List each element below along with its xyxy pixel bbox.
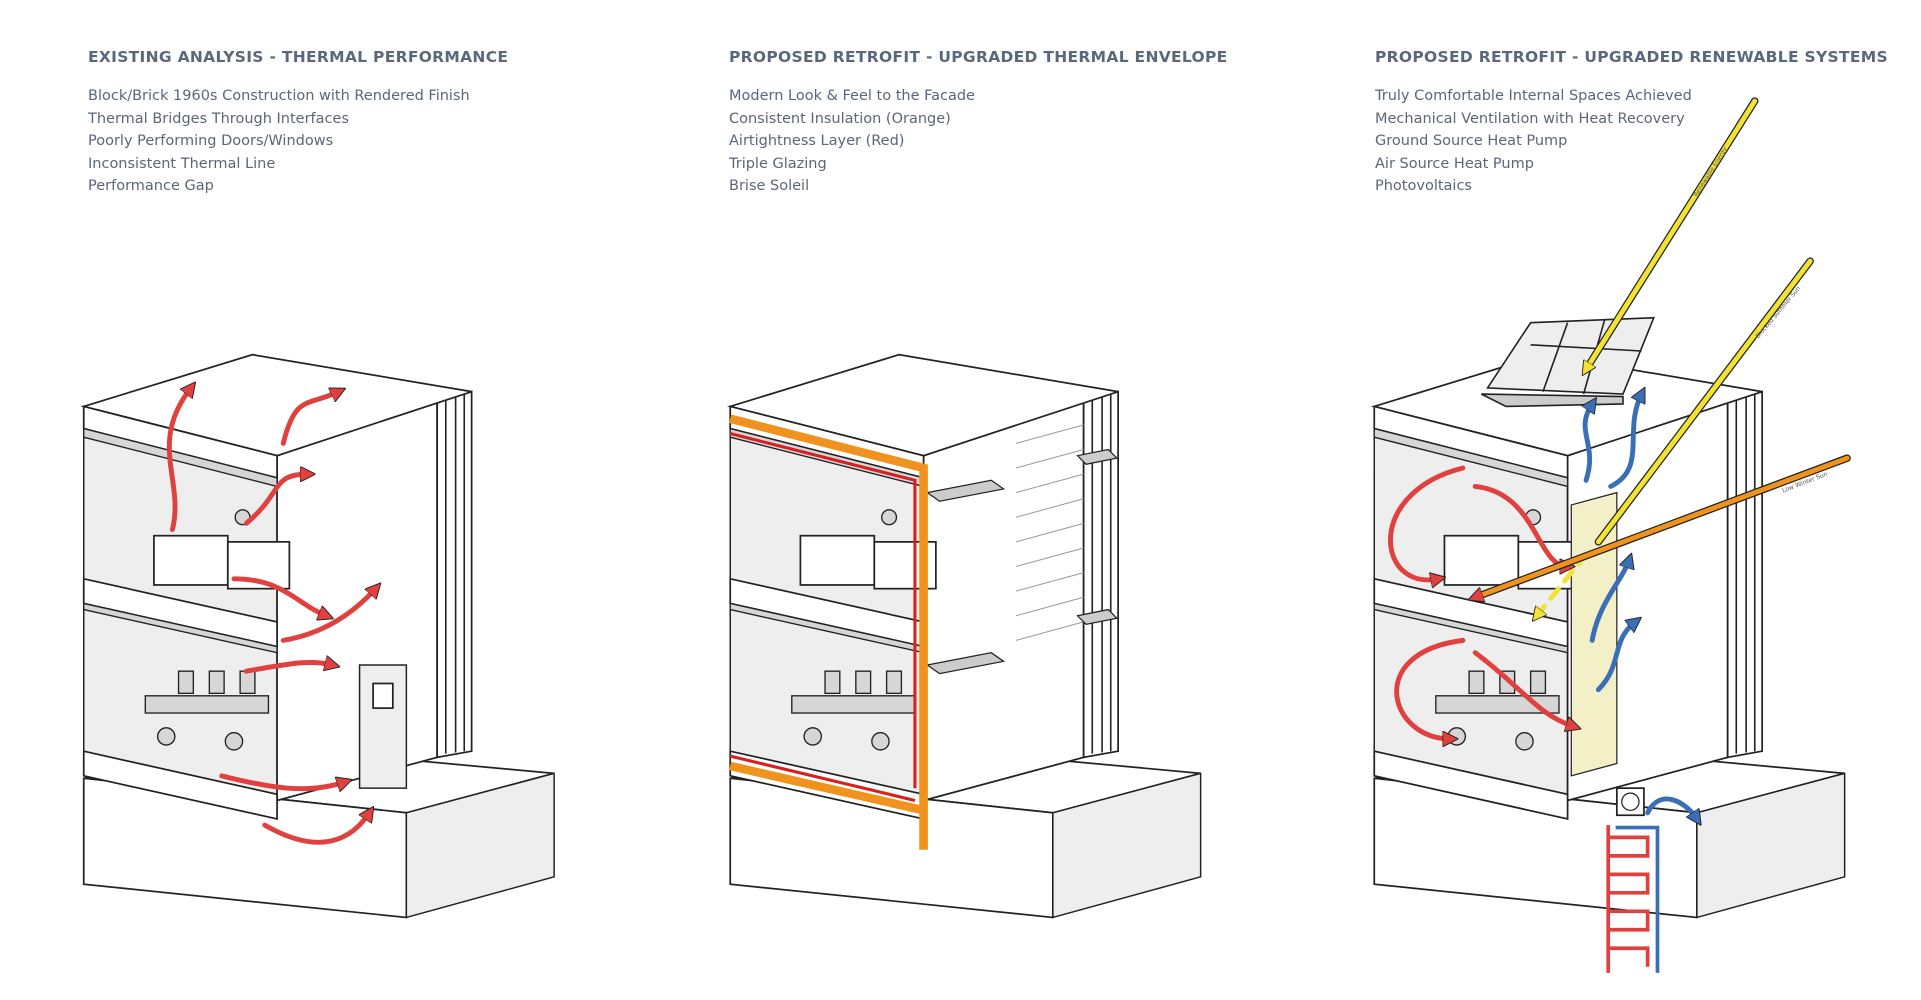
brise-soleil — [925, 448, 1119, 675]
list-item: Brise Soleil — [729, 178, 810, 195]
list-item: Thermal Bridges Through Interfaces — [88, 110, 349, 127]
panel-thermal-envelope: PROPOSED RETROFIT - UPGRADED THERMAL ENV… — [729, 48, 1228, 198]
list-item: Photovoltaics — [1375, 178, 1472, 195]
list-item: Air Source Heat Pump — [1375, 155, 1534, 172]
ground-source-loop — [1606, 825, 1660, 973]
note-summer-sun: Blocked Summer Sun — [1755, 285, 1803, 340]
note-renewable: Renewable Energy — [1693, 146, 1729, 198]
insulation-orange — [729, 414, 928, 850]
ventilation-arrows — [1585, 394, 1697, 819]
list-item: Airtightness Layer (Red) — [729, 133, 905, 150]
list-item: Poorly Performing Doors/Windows — [88, 133, 334, 150]
panel-title: EXISTING ANALYSIS - THERMAL PERFORMANCE — [88, 48, 509, 66]
list-item: Triple Glazing — [729, 155, 827, 172]
heat-loss-arrows — [166, 388, 375, 845]
panel-existing-analysis: EXISTING ANALYSIS - THERMAL PERFORMANCE … — [88, 48, 508, 198]
list-item: Truly Comfortable Internal Spaces Achiev… — [1375, 88, 1692, 104]
airtightness-red — [729, 432, 917, 802]
list-item: Inconsistent Thermal Line — [88, 155, 276, 172]
list-item: Performance Gap — [88, 178, 214, 195]
building-existing — [82, 353, 555, 919]
heat-loss-arrows — [1388, 465, 1573, 739]
list-item: Block/Brick 1960s Construction with Rend… — [88, 88, 470, 104]
air-source-heat-pump — [1615, 787, 1645, 817]
list-item: Ground Source Heat Pump — [1375, 133, 1568, 150]
sun-rays — [1475, 97, 1851, 616]
panel-title: PROPOSED RETROFIT - UPGRADED THERMAL ENV… — [729, 48, 1228, 66]
building-renewable-systems: Renewable Energy Blocked Summer Sun Low … — [1373, 97, 1851, 973]
list-item: Mechanical Ventilation with Heat Recover… — [1375, 110, 1685, 127]
panel-renewable-systems: PROPOSED RETROFIT - UPGRADED RENEWABLE S… — [1375, 48, 1888, 198]
list-item: Modern Look & Feel to the Facade — [729, 88, 975, 104]
list-item: Consistent Insulation (Orange) — [729, 110, 951, 127]
building-thermal-envelope — [729, 353, 1202, 919]
panel-title: PROPOSED RETROFIT - UPGRADED RENEWABLE S… — [1375, 48, 1888, 66]
